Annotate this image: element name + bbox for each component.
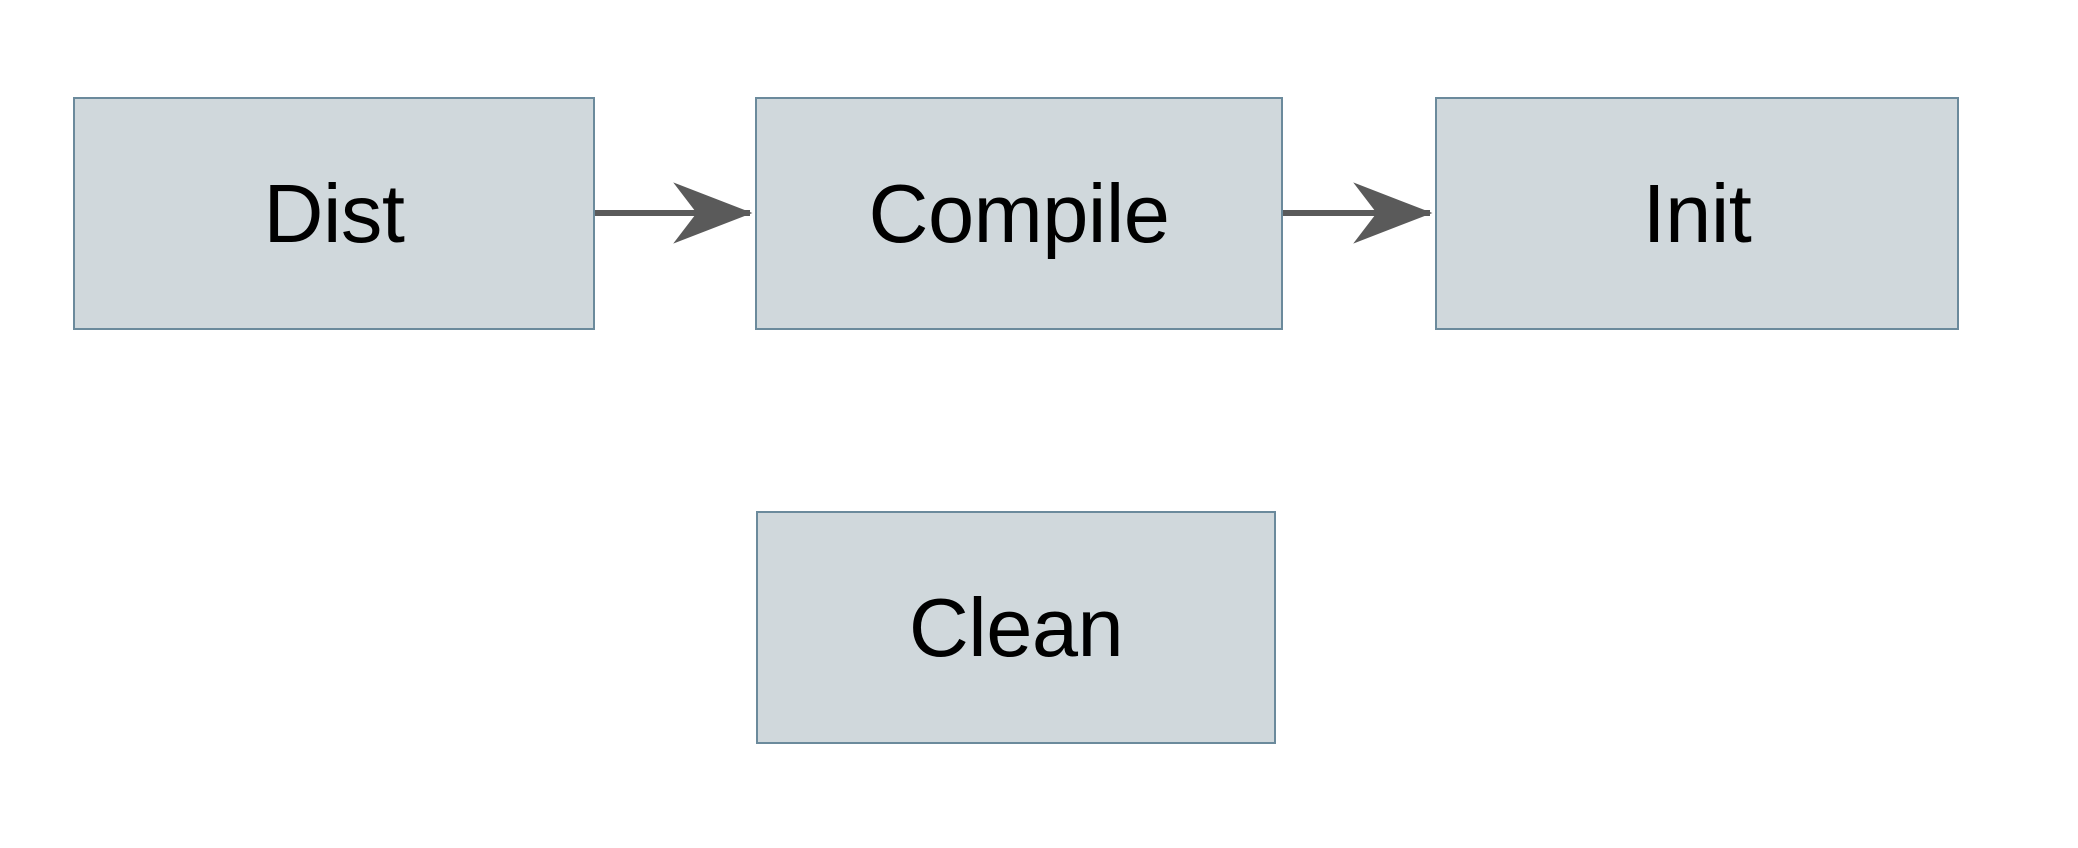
node-compile[interactable]: Compile [755,97,1283,330]
edge-dist-to-compile-hitbox[interactable] [595,198,755,228]
node-compile-label: Compile [868,167,1170,260]
node-clean[interactable]: Clean [756,511,1276,744]
node-clean-label: Clean [908,581,1124,674]
node-init-label: Init [1642,167,1752,260]
node-dist-label: Dist [263,167,405,260]
node-dist[interactable]: Dist [73,97,595,330]
node-init[interactable]: Init [1435,97,1959,330]
edge-compile-to-init-hitbox[interactable] [1283,198,1435,228]
